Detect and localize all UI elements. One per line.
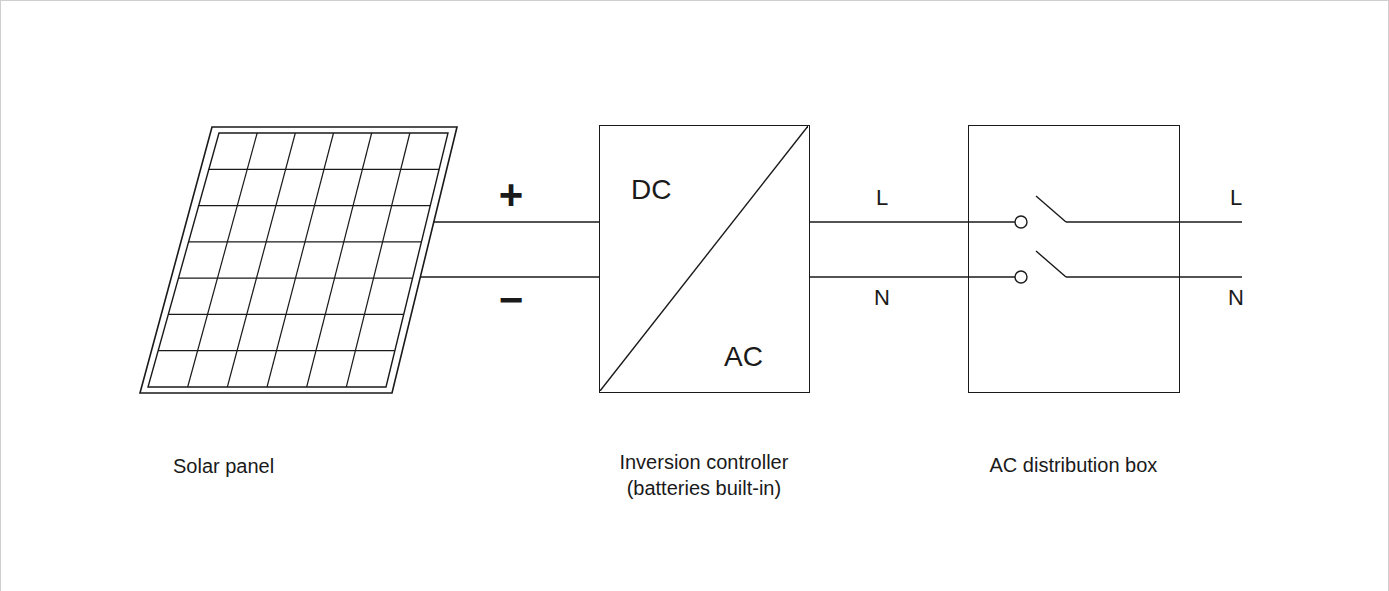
- component-name: AC distribution box: [943, 452, 1203, 478]
- output-wire: [1066, 221, 1242, 222]
- cell-line: [209, 169, 439, 170]
- wire: [420, 276, 599, 277]
- solar-panel: Solar panel: [140, 127, 457, 393]
- terminal-label: −: [497, 279, 526, 321]
- wire: [968, 276, 1015, 277]
- cell-line: [307, 133, 372, 387]
- output-wire: [1066, 276, 1242, 277]
- diagonal-line: [600, 126, 808, 391]
- port-label: DC: [631, 172, 671, 208]
- distribution-box: AC distribution box: [968, 125, 1180, 393]
- wire: [434, 221, 599, 222]
- cell-line: [188, 133, 257, 387]
- wire: [810, 276, 968, 277]
- switch-blade: [1036, 196, 1066, 222]
- cell-line: [267, 133, 334, 387]
- cell-line: [227, 133, 295, 387]
- panel-frame: [140, 127, 457, 393]
- cell-line: [346, 133, 410, 387]
- terminal-label: +: [497, 174, 526, 216]
- solar-panel-drawing: [140, 127, 457, 393]
- cell-line: [189, 241, 422, 242]
- component-name: Solar panel: [173, 453, 274, 479]
- cell-line: [158, 350, 395, 351]
- converter-diagonal: [600, 126, 808, 391]
- component-name: Inversion controller (batteries built-in…: [588, 449, 820, 501]
- terminal-label: L: [1230, 187, 1242, 209]
- terminal-label: N: [872, 287, 892, 309]
- switch-blade: [1036, 251, 1066, 277]
- terminal-label: L: [874, 187, 890, 209]
- cell-line: [168, 314, 403, 315]
- cell-line: [199, 205, 431, 206]
- switch-contact: [1015, 216, 1027, 228]
- inverter-box: DCACInversion controller (batteries buil…: [599, 125, 810, 393]
- wire: [968, 221, 1015, 222]
- cell-line: [178, 278, 412, 279]
- terminal-label: N: [1228, 287, 1244, 309]
- switch-contact: [1015, 271, 1027, 283]
- port-label: AC: [724, 339, 763, 375]
- switch-wiring: [968, 196, 1242, 283]
- wire: [810, 221, 968, 222]
- panel-inner-frame: [148, 133, 448, 387]
